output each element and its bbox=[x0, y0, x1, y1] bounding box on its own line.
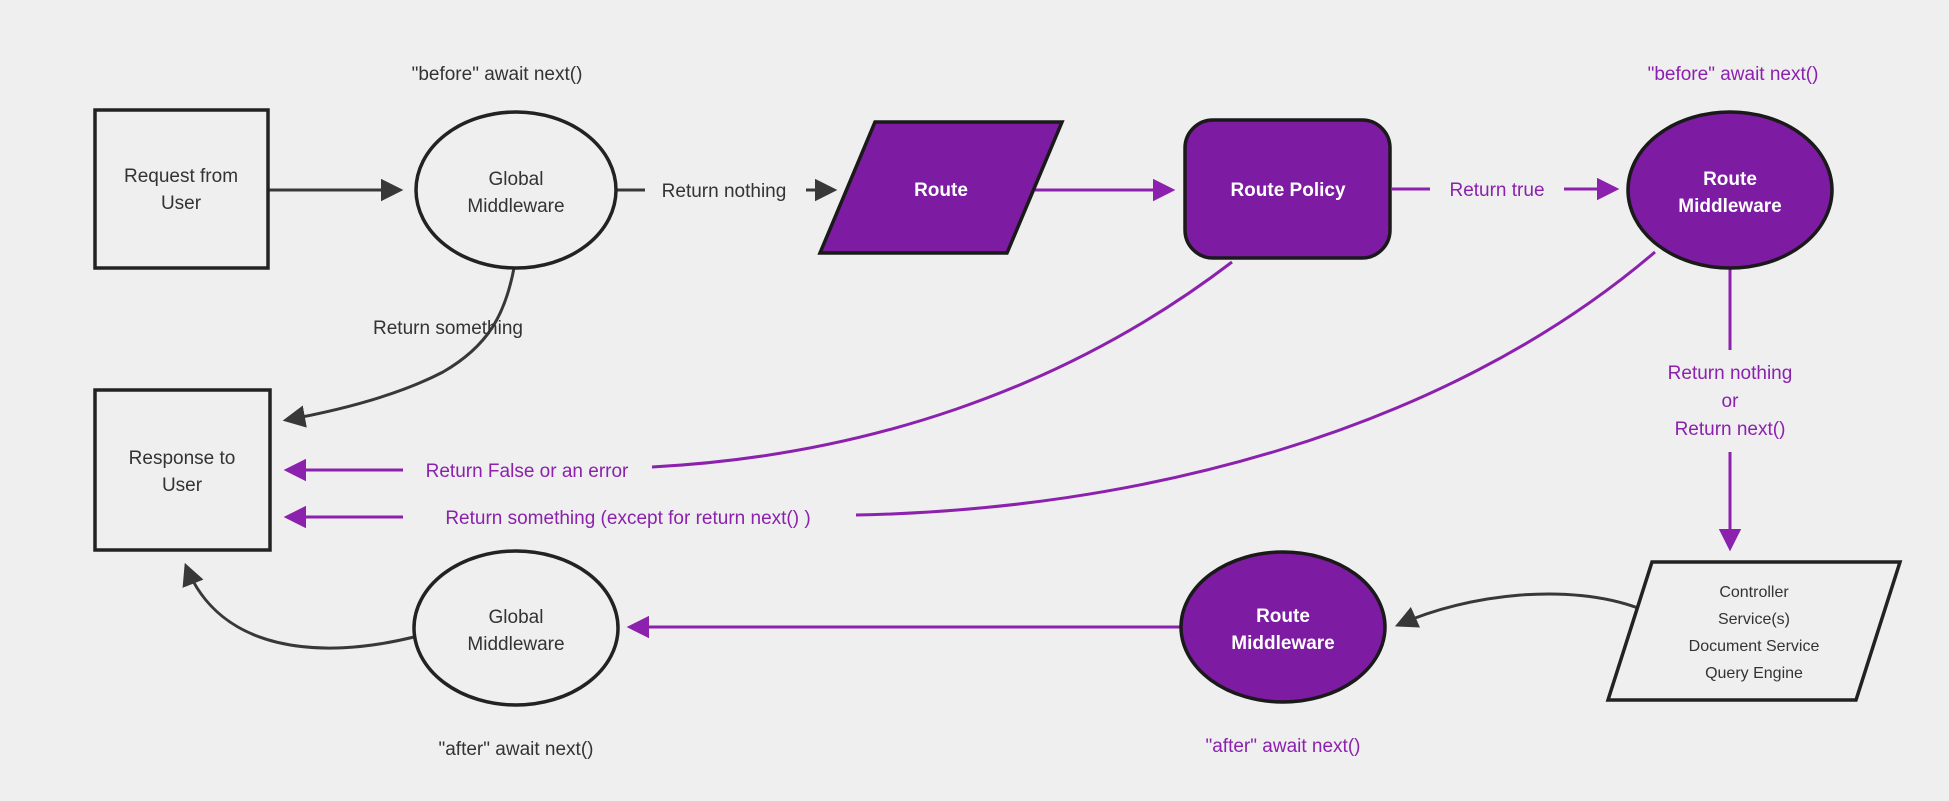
annotation-after-await-next-dark: "after" await next() bbox=[439, 739, 594, 760]
edge-label-return-something-except: Return something (except for return next… bbox=[445, 508, 810, 529]
edge-label-return-something: Return something bbox=[373, 318, 523, 339]
node-route: Route bbox=[817, 120, 1065, 255]
edge-global-bottom-to-response bbox=[182, 562, 415, 650]
edge-label-return-false: Return False or an error bbox=[426, 461, 629, 482]
annotation-before-await-next-dark: "before" await next() bbox=[412, 64, 583, 85]
edge-label-return-nothing: Return nothing bbox=[662, 181, 787, 202]
response-to-user-shape bbox=[93, 388, 272, 552]
node-global-middleware-top: "before" await next() Global Middleware bbox=[412, 64, 618, 270]
edge-label-return-true: Return true bbox=[1449, 180, 1544, 201]
controller-services-label-line4: Query Engine bbox=[1705, 665, 1803, 682]
node-response-to-user: Response to User bbox=[93, 388, 272, 552]
route-label: Route bbox=[914, 180, 968, 201]
global-middleware-bottom-label-line2: Middleware bbox=[467, 634, 564, 655]
node-global-middleware-bottom: Global Middleware "after" await next() bbox=[412, 549, 620, 760]
edge-label-return-nothing-or-line3: Return next() bbox=[1675, 419, 1786, 440]
request-from-user-label-line1: Request from bbox=[124, 166, 238, 187]
controller-services-label-line1: Controller bbox=[1719, 584, 1789, 601]
route-middleware-top-label-line1: Route bbox=[1703, 169, 1757, 190]
edge-controller-to-routemw-bottom bbox=[1394, 592, 1639, 628]
route-middleware-top-label-line2: Middleware bbox=[1678, 196, 1781, 217]
node-request-from-user: Request from User bbox=[93, 108, 270, 270]
node-route-middleware-top: "before" await next() Route Middleware bbox=[1626, 64, 1834, 270]
request-from-user-shape bbox=[93, 108, 270, 270]
edge-routemw-to-response-curve bbox=[855, 250, 1656, 517]
node-controller-services: Controller Service(s) Document Service Q… bbox=[1605, 560, 1903, 702]
global-middleware-bottom-label-line1: Global bbox=[489, 607, 544, 628]
controller-services-shape bbox=[1605, 560, 1903, 702]
route-shape bbox=[817, 120, 1065, 255]
annotation-after-await-next-purple: "after" await next() bbox=[1206, 736, 1361, 757]
response-to-user-label-line2: User bbox=[162, 475, 203, 496]
route-middleware-bottom-label-line1: Route bbox=[1256, 606, 1310, 627]
route-middleware-bottom-shape bbox=[1179, 550, 1387, 704]
route-middleware-bottom-label-line2: Middleware bbox=[1231, 633, 1334, 654]
edge-label-return-nothing-or-line1: Return nothing bbox=[1668, 363, 1793, 384]
node-route-middleware-bottom: Route Middleware "after" await next() bbox=[1179, 550, 1387, 757]
request-from-user-label-line2: User bbox=[161, 193, 202, 214]
controller-services-label-line3: Document Service bbox=[1689, 638, 1820, 655]
annotation-before-await-next-purple: "before" await next() bbox=[1648, 64, 1819, 85]
global-middleware-top-label-line1: Global bbox=[489, 169, 544, 190]
node-route-policy: Route Policy bbox=[1183, 118, 1392, 260]
global-middleware-top-shape bbox=[414, 110, 618, 270]
controller-services-label-line2: Service(s) bbox=[1718, 611, 1790, 628]
response-to-user-label-line1: Response to bbox=[129, 448, 236, 469]
route-middleware-top-shape bbox=[1626, 110, 1834, 270]
global-middleware-bottom-shape bbox=[412, 549, 620, 707]
global-middleware-top-label-line2: Middleware bbox=[467, 196, 564, 217]
edge-policy-to-response-curve bbox=[651, 260, 1233, 469]
route-policy-label: Route Policy bbox=[1230, 180, 1346, 201]
route-policy-shape bbox=[1183, 118, 1392, 260]
edge-global-top-to-response bbox=[282, 267, 516, 428]
edge-label-return-nothing-or-line2: or bbox=[1722, 391, 1740, 412]
